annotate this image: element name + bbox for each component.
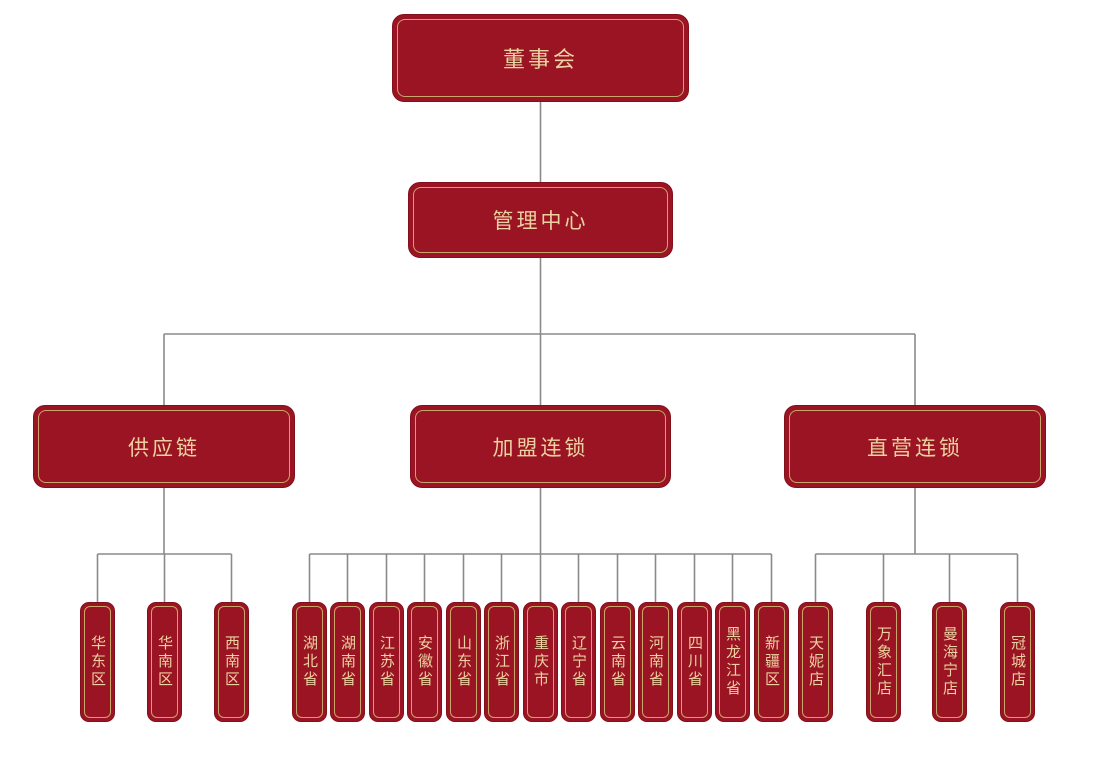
leaf-guancheng-store: 冠城店: [1000, 602, 1035, 722]
leaf-label: 辽宁省: [570, 635, 588, 689]
leaf-anhui: 安徽省: [407, 602, 442, 722]
leaf-label: 四川省: [686, 635, 704, 689]
leaf-liaoning: 辽宁省: [561, 602, 596, 722]
leaf-hubei: 湖北省: [292, 602, 327, 722]
leaf-heilongjiang: 黑龙江省: [715, 602, 750, 722]
leaf-label: 华东区: [89, 635, 107, 689]
leaf-label: 山东省: [455, 635, 473, 689]
node-direct-chain-label: 直营连锁: [867, 435, 963, 460]
leaf-zhejiang: 浙江省: [484, 602, 519, 722]
leaf-shandong: 山东省: [446, 602, 481, 722]
node-franchise-chain: 加盟连锁: [410, 405, 671, 488]
leaf-label: 浙江省: [493, 635, 511, 689]
leaf-southwest-region: 西南区: [214, 602, 249, 722]
leaf-henan: 河南省: [638, 602, 673, 722]
leaf-label: 天妮店: [807, 635, 825, 689]
leaf-label: 重庆市: [532, 635, 550, 689]
node-franchise-chain-label: 加盟连锁: [492, 435, 589, 460]
leaf-xinjiang: 新疆区: [754, 602, 789, 722]
leaf-label: 湖北省: [301, 635, 319, 689]
leaf-wanxianghui-store: 万象汇店: [866, 602, 901, 722]
leaf-label: 湖南省: [339, 635, 357, 689]
leaf-manhaining-store: 曼海宁店: [932, 602, 967, 722]
leaf-label: 西南区: [223, 635, 241, 689]
leaf-label: 曼海宁店: [941, 626, 959, 698]
node-direct-chain: 直营连锁: [784, 405, 1046, 488]
leaf-sichuan: 四川省: [677, 602, 712, 722]
leaf-label: 江苏省: [378, 635, 396, 689]
leaf-hunan: 湖南省: [330, 602, 365, 722]
node-management-center: 管理中心: [408, 182, 673, 258]
leaf-tianni-store: 天妮店: [798, 602, 833, 722]
leaf-yunnan: 云南省: [600, 602, 635, 722]
leaf-label: 冠城店: [1009, 635, 1027, 689]
node-supply-chain-label: 供应链: [128, 435, 200, 460]
node-board: 董事会: [392, 14, 689, 102]
leaf-label: 万象汇店: [875, 626, 893, 698]
leaf-jiangsu: 江苏省: [369, 602, 404, 722]
leaf-label: 河南省: [647, 635, 665, 689]
leaf-label: 华南区: [156, 635, 174, 689]
leaf-label: 安徽省: [416, 635, 434, 689]
leaf-label: 云南省: [609, 635, 627, 689]
node-management-center-label: 管理中心: [492, 209, 589, 233]
node-supply-chain: 供应链: [33, 405, 295, 488]
leaf-label: 新疆区: [763, 635, 781, 689]
node-board-label: 董事会: [502, 48, 578, 73]
leaf-chongqing: 重庆市: [523, 602, 558, 722]
leaf-east-china-region: 华东区: [80, 602, 115, 722]
leaf-south-china-region: 华南区: [147, 602, 182, 722]
leaf-label: 黑龙江省: [724, 626, 742, 698]
